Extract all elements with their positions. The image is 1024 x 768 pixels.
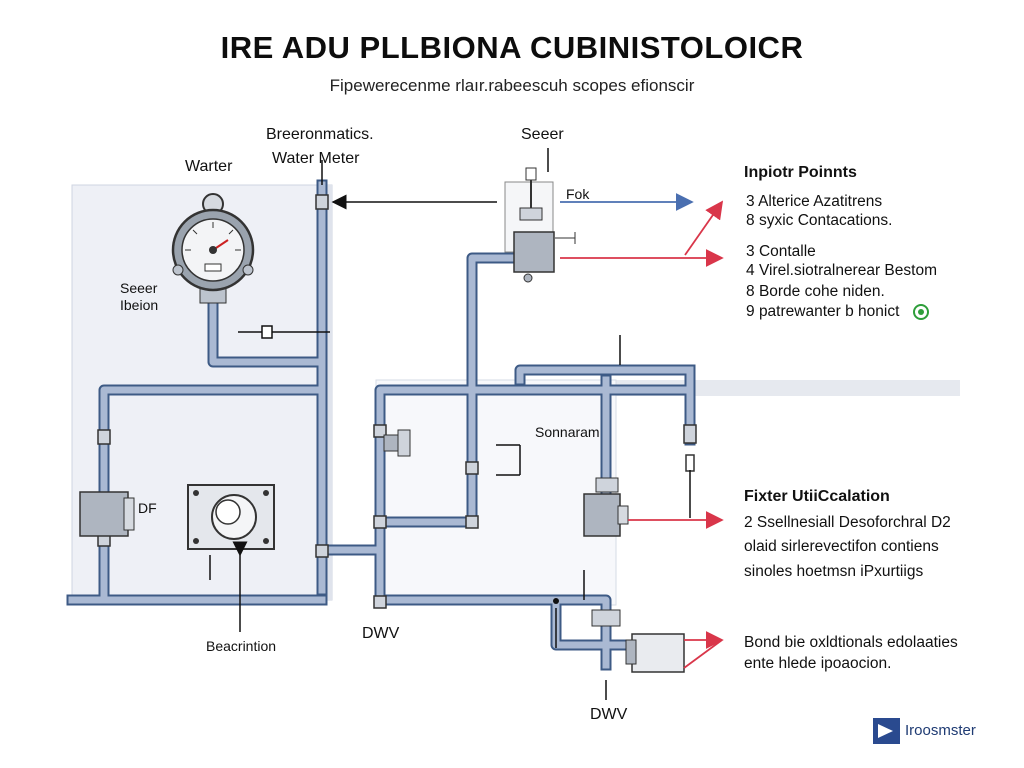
- label-fok: Fok: [566, 186, 590, 202]
- inspection-item: 4 Virel.siotralnerear Bestom: [746, 262, 937, 279]
- right-valve: [583, 477, 629, 537]
- label-warter: Warter: [185, 158, 233, 175]
- inspection-item: 9 patrewanter b honict: [746, 303, 900, 320]
- inspection-item: 8 Borde cohe niden.: [746, 283, 885, 300]
- bottom-note-line: ente hlede ipoaocion.: [744, 655, 892, 672]
- bottom-note-line: Bond bie oxldtionals edolaaties: [744, 634, 958, 651]
- fixture-heading: Fixter UtiiCcalation: [744, 488, 890, 505]
- label-seeer-top: Seeer: [521, 126, 564, 143]
- inspection-item: 8 syxic Contacations.: [746, 212, 893, 229]
- page-title: IRE ADU PLLBIONA CUBINISTOLOICR: [220, 30, 804, 65]
- arrows: [209, 193, 724, 669]
- top-sensor: [504, 167, 576, 283]
- floor-band: [610, 380, 960, 396]
- label-breeronmatics: Breeronmatics.: [266, 126, 374, 143]
- label-water-meter: Water Meter: [272, 150, 360, 167]
- label-dwv-2: DWV: [590, 706, 628, 723]
- label-dwv-1: DWV: [362, 625, 400, 642]
- df-valve: [79, 491, 135, 537]
- fixture-line: 2 Ssellnesiall Desoforchral D2: [744, 514, 951, 531]
- brand-name: Iroosmster: [905, 722, 976, 739]
- room-panel: [375, 379, 617, 606]
- label-df: DF: [138, 500, 157, 516]
- brand-logo: [873, 718, 900, 744]
- check-circle-icon: [913, 304, 929, 320]
- label-ibeion: Ibeion: [120, 297, 159, 313]
- inspection-points-heading: Inpiotr Poinnts: [744, 164, 857, 181]
- pipe-fittings: [97, 194, 697, 609]
- fixture-line: olaid sirlerevectifon contiens: [744, 538, 939, 555]
- fixture-line: sinoles hoetmsn iPxurtiigs: [744, 563, 924, 580]
- inspection-item: 3 Contalle: [746, 243, 816, 260]
- drain-unit: [591, 609, 685, 673]
- inspection-item: 3 Alterice Azatitrens: [746, 193, 883, 210]
- label-seeer-left: Seeer: [120, 280, 158, 296]
- leader-lines: [238, 148, 691, 700]
- water-meter-gauge: [171, 193, 255, 304]
- page-subtitle: Fipewerecenme rlaır.rabeescuh scopes efi…: [329, 76, 695, 95]
- label-sonnaram: Sonnaram: [535, 424, 600, 440]
- mid-valve: [383, 429, 411, 457]
- label-beacrintion: Beacrintion: [206, 638, 277, 654]
- control-panel: [187, 484, 275, 550]
